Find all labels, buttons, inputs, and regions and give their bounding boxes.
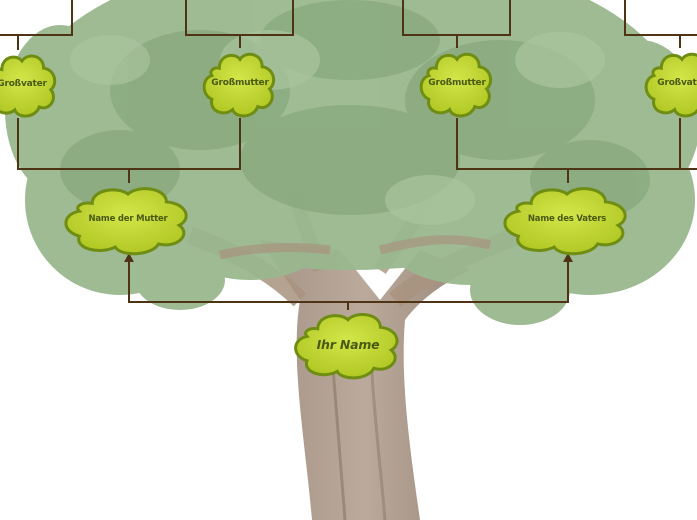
mother-label: Name der Mutter [88, 214, 168, 224]
grandfather-maternal-node[interactable]: Großvater [0, 48, 59, 120]
grandmother-maternal-label: Großmutter [211, 78, 269, 88]
grandmother-maternal-node[interactable]: Großmutter [193, 46, 287, 120]
self-label: Ihr Name [316, 336, 380, 352]
father-label: Name des Vaters [527, 214, 607, 224]
grandfather-paternal-label: Großvater [657, 78, 697, 88]
self-node[interactable]: Ihr Name [293, 306, 402, 382]
grandmother-paternal-label: Großmutter [428, 78, 486, 88]
father-node[interactable]: Name des Vaters [503, 180, 631, 258]
grandfather-paternal-node[interactable]: Großvater [637, 46, 697, 120]
grandmother-paternal-node[interactable]: Großmutter [410, 46, 504, 120]
grandfather-maternal-label: Großvater [0, 79, 47, 89]
mother-node[interactable]: Name der Mutter [63, 180, 192, 258]
